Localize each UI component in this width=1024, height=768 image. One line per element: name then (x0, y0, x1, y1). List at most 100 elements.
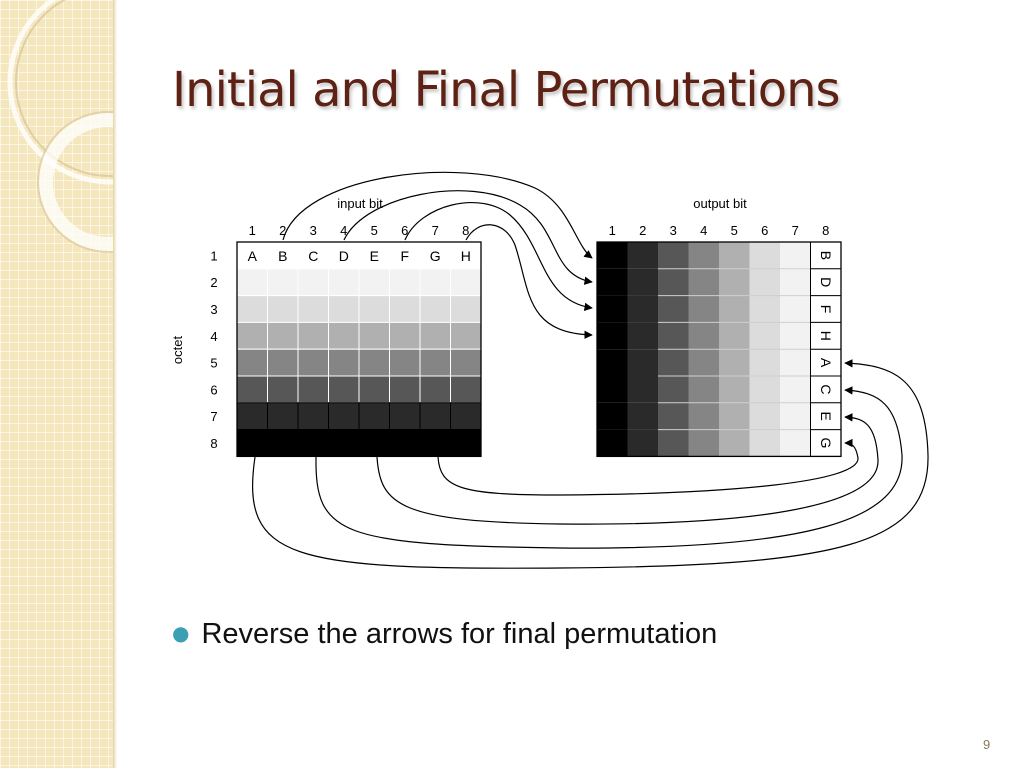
octet-label: octet (170, 336, 185, 365)
input-cell (297, 348, 329, 377)
input-cell (450, 268, 482, 297)
arrow-bit8-to-H (465, 224, 593, 339)
output-grid-border (596, 241, 842, 458)
output-cell (719, 242, 750, 269)
output-cell (810, 376, 841, 403)
input-cell (267, 348, 299, 377)
input-bit-letter: H (461, 248, 471, 264)
arrow-bit3-to-C (315, 386, 903, 549)
input-cell (328, 348, 360, 377)
output-cell (749, 322, 780, 350)
input-cell (358, 295, 390, 323)
output-cell (780, 349, 811, 376)
input-bit-letter: C (308, 248, 318, 264)
output-bit-letter: F (818, 305, 834, 314)
output-cell (780, 322, 811, 350)
output-column-number: 3 (670, 223, 677, 238)
output-cell (658, 376, 689, 403)
input-cell (297, 429, 329, 457)
output-cell (627, 402, 658, 430)
output-cell (597, 349, 628, 376)
output-cell (749, 268, 780, 296)
bullet-list: ● Reverse the arrows for final permutati… (172, 618, 717, 651)
input-cell (236, 375, 268, 404)
row-number: 2 (210, 275, 217, 290)
output-cell (658, 242, 689, 269)
page-number: 9 (983, 737, 991, 752)
output-cell (719, 268, 750, 296)
output-cell (597, 242, 628, 269)
output-cell (658, 268, 689, 296)
input-cell (297, 321, 329, 350)
input-bit-letter: B (278, 248, 287, 264)
row-number: 4 (210, 329, 217, 344)
input-cell (389, 402, 421, 431)
input-column-number: 5 (371, 223, 378, 238)
input-cell (328, 402, 360, 431)
output-cell (749, 402, 780, 430)
output-cell (780, 242, 811, 269)
output-cell (810, 322, 841, 350)
output-column-number: 2 (639, 223, 646, 238)
output-cell (688, 242, 719, 269)
output-cell (688, 376, 719, 403)
input-cell (358, 268, 390, 297)
input-cell (358, 402, 390, 431)
decorative-sidebar (0, 0, 113, 768)
input-cell (419, 429, 451, 457)
output-column-number: 5 (731, 223, 738, 238)
output-cell (627, 322, 658, 350)
input-cell (267, 375, 299, 404)
output-bit-letter: G (818, 438, 834, 449)
input-cell (450, 295, 482, 323)
output-cell (810, 268, 841, 296)
output-cell (688, 268, 719, 296)
input-cell (328, 295, 360, 323)
input-cell (297, 375, 329, 404)
permutation-arrows (252, 171, 929, 569)
input-cell (419, 348, 451, 377)
input-cell (389, 268, 421, 297)
output-cell (597, 322, 628, 350)
output-bit-letter: C (818, 384, 834, 394)
arrow-bit5-to-E (376, 413, 879, 525)
input-cell (267, 295, 299, 323)
input-cell (358, 375, 390, 404)
input-cell (236, 268, 268, 297)
output-cell (719, 322, 750, 350)
arrow-bit1-to-A (252, 359, 929, 569)
output-cell (658, 295, 689, 323)
output-cell (627, 376, 658, 403)
output-cell (658, 349, 689, 376)
input-cell (328, 321, 360, 350)
input-cell (419, 321, 451, 350)
input-cell (450, 348, 482, 377)
input-cell (297, 241, 329, 270)
input-cell (328, 268, 360, 297)
output-column-number: 6 (761, 223, 768, 238)
input-column-number: 1 (249, 223, 256, 238)
input-cell (389, 295, 421, 323)
output-cell (688, 295, 719, 323)
input-cell (358, 429, 390, 457)
row-number: 5 (210, 356, 217, 371)
output-cell (688, 322, 719, 350)
row-number: 8 (210, 436, 217, 451)
output-bit-letter: B (818, 251, 834, 260)
arrow-bit6-to-F (404, 201, 593, 311)
input-column-number: 3 (310, 223, 317, 238)
input-cell (267, 268, 299, 297)
output-cell (627, 349, 658, 376)
output-cell (658, 322, 689, 350)
input-bit-label: input bit (337, 196, 383, 211)
output-cell (688, 429, 719, 457)
output-column-number: 4 (700, 223, 707, 238)
input-cell (297, 402, 329, 431)
input-cell (450, 429, 482, 457)
input-cell (419, 402, 451, 431)
output-column-number: 8 (822, 223, 829, 238)
input-cell (419, 375, 451, 404)
